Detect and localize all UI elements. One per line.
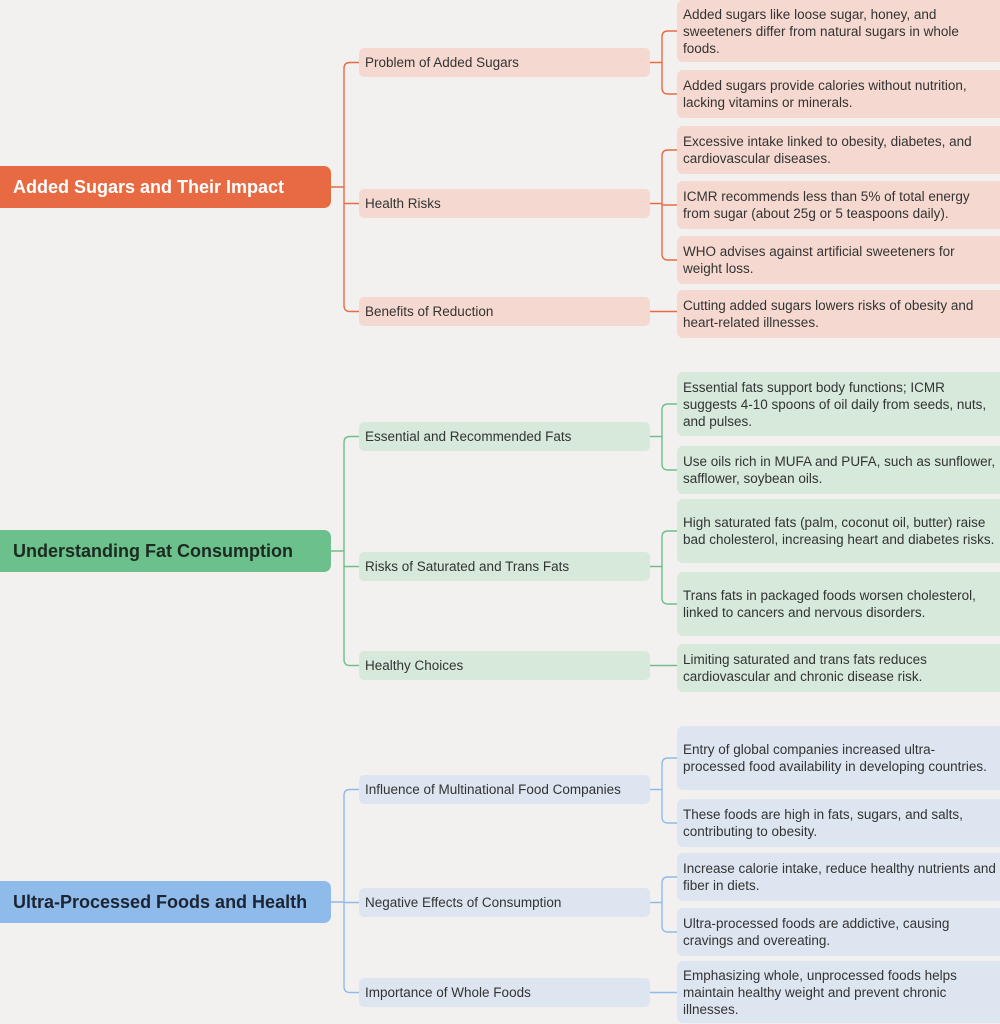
detail-point[interactable]: WHO advises against artificial sweetener… (677, 236, 1000, 284)
detail-point[interactable]: Ultra-processed foods are addictive, cau… (677, 908, 1000, 956)
detail-text: Use oils rich in MUFA and PUFA, such as … (683, 454, 996, 486)
detail-point[interactable]: ICMR recommends less than 5% of total en… (677, 181, 1000, 229)
detail-point[interactable]: Added sugars provide calories without nu… (677, 70, 1000, 118)
topic-problem-of-added-sugars[interactable]: Problem of Added Sugars (359, 48, 650, 77)
connector-essential-and-recommended-fats (650, 403, 677, 471)
detail-text: Added sugars like loose sugar, honey, an… (683, 6, 959, 56)
connector-added-sugars-and-their-impact (331, 61, 359, 313)
branch-ultra-processed-foods-and-health[interactable]: Ultra-Processed Foods and Health (0, 881, 331, 923)
detail-point[interactable]: Increase calorie intake, reduce healthy … (677, 853, 1000, 901)
connector-health-risks (650, 149, 677, 261)
detail-text: Essential fats support body functions; I… (683, 379, 987, 429)
detail-point[interactable]: Entry of global companies increased ultr… (677, 726, 1000, 790)
topic-negative-effects-of-consumption[interactable]: Negative Effects of Consumption (359, 888, 650, 917)
detail-text: Added sugars provide calories without nu… (683, 78, 967, 110)
detail-text: Cutting added sugars lowers risks of obe… (683, 298, 974, 330)
topic-influence-of-multinational-food-companies[interactable]: Influence of Multinational Food Companie… (359, 775, 650, 804)
topic-health-risks[interactable]: Health Risks (359, 189, 650, 218)
connector-understanding-fat-consumption (331, 435, 359, 667)
detail-text: Trans fats in packaged foods worsen chol… (683, 588, 976, 620)
detail-point[interactable]: Added sugars like loose sugar, honey, an… (677, 0, 1000, 62)
topic-risks-of-saturated-and-trans-fats[interactable]: Risks of Saturated and Trans Fats (359, 552, 650, 581)
detail-text: Increase calorie intake, reduce healthy … (683, 861, 996, 893)
connector-influence-of-multinational-food-companies (650, 757, 677, 824)
detail-text: Emphasizing whole, unprocessed foods hel… (683, 967, 957, 1017)
detail-point[interactable]: Essential fats support body functions; I… (677, 372, 1000, 436)
detail-text: Excessive intake linked to obesity, diab… (683, 134, 972, 166)
detail-point[interactable]: These foods are high in fats, sugars, an… (677, 799, 1000, 847)
detail-point[interactable]: Use oils rich in MUFA and PUFA, such as … (677, 446, 1000, 494)
detail-text: High saturated fats (palm, coconut oil, … (683, 515, 995, 547)
connector-problem-of-added-sugars (650, 30, 677, 95)
detail-point[interactable]: Limiting saturated and trans fats reduce… (677, 644, 1000, 692)
detail-text: Limiting saturated and trans fats reduce… (683, 652, 927, 684)
detail-point[interactable]: High saturated fats (palm, coconut oil, … (677, 499, 1000, 563)
topic-benefits-of-reduction[interactable]: Benefits of Reduction (359, 297, 650, 326)
detail-text: Entry of global companies increased ultr… (683, 742, 987, 774)
branch-understanding-fat-consumption[interactable]: Understanding Fat Consumption (0, 530, 331, 572)
detail-text: WHO advises against artificial sweetener… (683, 244, 955, 276)
connector-ultra-processed-foods-and-health (331, 788, 359, 994)
branch-added-sugars-and-their-impact[interactable]: Added Sugars and Their Impact (0, 166, 331, 208)
topic-essential-and-recommended-fats[interactable]: Essential and Recommended Fats (359, 422, 650, 451)
topic-importance-of-whole-foods[interactable]: Importance of Whole Foods (359, 978, 650, 1007)
detail-point[interactable]: Trans fats in packaged foods worsen chol… (677, 572, 1000, 636)
detail-point[interactable]: Cutting added sugars lowers risks of obe… (677, 290, 1000, 338)
detail-point[interactable]: Excessive intake linked to obesity, diab… (677, 126, 1000, 174)
topic-healthy-choices[interactable]: Healthy Choices (359, 651, 650, 680)
detail-text: Ultra-processed foods are addictive, cau… (683, 916, 950, 948)
detail-text: These foods are high in fats, sugars, an… (683, 807, 963, 839)
detail-point[interactable]: Emphasizing whole, unprocessed foods hel… (677, 961, 1000, 1023)
connector-negative-effects-of-consumption (650, 876, 677, 933)
detail-text: ICMR recommends less than 5% of total en… (683, 189, 970, 221)
connector-risks-of-saturated-and-trans-fats (650, 530, 677, 605)
